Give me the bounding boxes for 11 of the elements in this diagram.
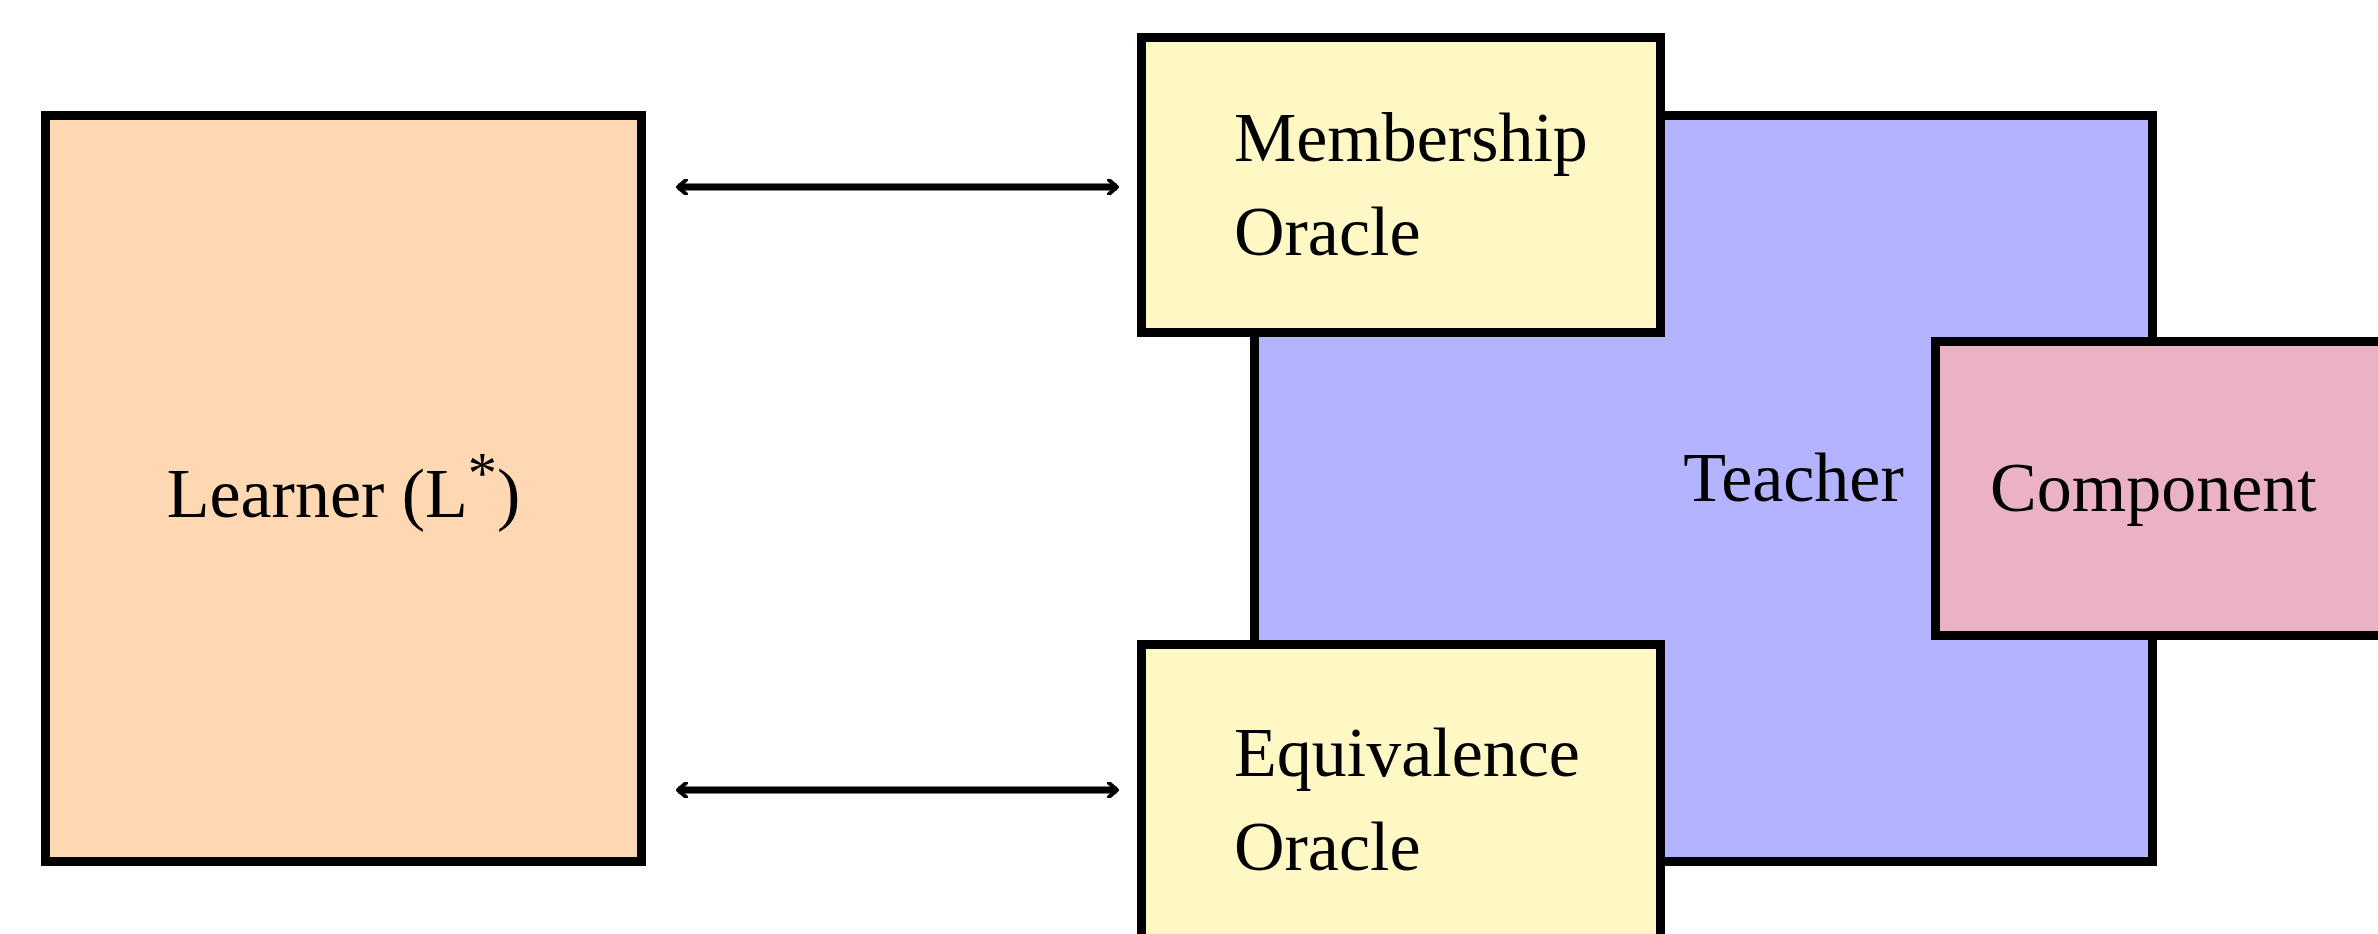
- node-label: Learner (L$^{*}$): [166, 440, 521, 535]
- component-box: [1931, 337, 2378, 640]
- oracle-box: [1137, 33, 1665, 337]
- node-label: Membership Oracle: [1234, 97, 1589, 272]
- node-label: Teacher: [1683, 438, 1904, 519]
- node-label: Component: [1990, 448, 2317, 529]
- node-label: Equivalence Oracle: [1234, 712, 1581, 887]
- learner-box: [41, 111, 646, 866]
- oracle-box: [1137, 640, 1665, 934]
- double-arrow: [676, 781, 1119, 799]
- double-arrow: [676, 178, 1119, 196]
